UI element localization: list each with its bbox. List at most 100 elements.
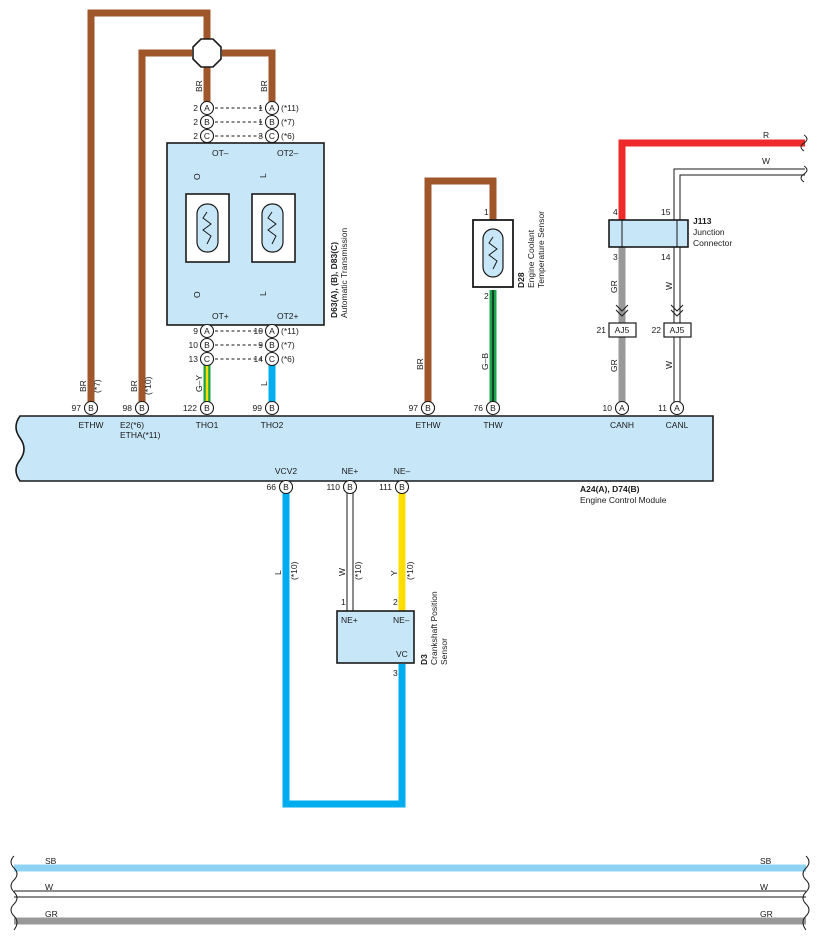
pin-label: ETHA(*11): [120, 430, 161, 440]
crank-desc1: Crankshaft Position: [429, 591, 439, 665]
crank-pin: 1: [341, 597, 346, 607]
wire-label-br: BR: [129, 380, 139, 392]
pin-circle: [83, 400, 99, 416]
pin-number: 99: [253, 403, 263, 413]
bus-label-gr: GR: [760, 909, 773, 919]
bus-label-sb: SB: [45, 856, 57, 866]
pin-number: 9: [193, 326, 198, 336]
pin-circle: [199, 114, 215, 130]
junction-pin: 4: [613, 207, 618, 217]
splice-junction: [192, 38, 222, 68]
chevron-icon: [670, 309, 684, 317]
wire-label-y: Y: [389, 570, 399, 576]
pin-circle: [342, 479, 358, 495]
pin-circle: [264, 400, 280, 416]
wire-label-gr: GR: [609, 280, 619, 293]
junction-pin: 3: [613, 252, 618, 262]
pin-number: 10: [254, 326, 264, 336]
transmission-box: [166, 142, 325, 326]
note-10: (*10): [353, 561, 363, 580]
pin-circle: [264, 323, 280, 339]
pin-letter: B: [269, 117, 275, 127]
pin-number: 98: [123, 403, 133, 413]
zigzag-1: [202, 211, 212, 245]
pin-circle: [278, 479, 294, 495]
ot-minus-label: OT–: [212, 148, 229, 158]
crank-sensor-box: [336, 610, 415, 664]
wire-label-w: W: [762, 156, 770, 166]
pin-label: CANH: [610, 420, 634, 430]
junction-pin: 14: [661, 252, 671, 262]
thermistor-2-body: [261, 203, 284, 253]
chevron-icon: [670, 304, 684, 312]
pin-number: 11: [658, 403, 667, 413]
pin-letter: B: [204, 340, 210, 350]
ecm-component: A24(A), D74(B) Engine Control Module: [15, 415, 714, 505]
pin-circle: [420, 400, 436, 416]
pin-number: 10: [189, 340, 199, 350]
aj5-pin: 22: [652, 325, 662, 335]
wire-break: [800, 134, 808, 152]
pin-label: ETHW: [415, 420, 440, 430]
pin-number: 14: [254, 354, 264, 364]
pin-letter: A: [204, 103, 210, 113]
pin-circle: [199, 337, 215, 353]
pin-circle: [199, 100, 215, 116]
pin-number: 2: [193, 103, 198, 113]
aj5-box: [663, 322, 692, 338]
pin-label: NE+: [342, 466, 359, 476]
pin-letter: A: [674, 403, 680, 413]
crank-label: VC: [396, 649, 408, 659]
pin-note: (*6): [281, 131, 295, 141]
wire-label-br: BR: [259, 80, 269, 92]
pin-letter: C: [204, 131, 210, 141]
chevron-icon: [615, 309, 629, 317]
pin-letter: C: [204, 354, 210, 364]
wire-label-gy: G–Y: [194, 375, 204, 392]
aj5-box: [608, 322, 637, 338]
pin-label: VCV2: [275, 466, 297, 476]
wire-label-br: BR: [194, 80, 204, 92]
transmission-component: OT– OT2– OT+ OT2+ O L O L D63(A), (B), D…: [166, 142, 349, 326]
thermistor-1-body: [196, 203, 219, 253]
crank-pin: 2: [393, 597, 398, 607]
pin-letter: B: [204, 403, 210, 413]
transmission-top-pins: A B C A B C 2 2 2 1 1 3 (*11) (*7) (*6): [193, 100, 299, 144]
coolant-desc2: Temperature Sensor: [536, 211, 546, 288]
pin-circle: [669, 400, 685, 416]
wire-break: [10, 855, 18, 931]
pin-letter: A: [204, 326, 210, 336]
wire-label-w: W: [337, 568, 347, 576]
pin-label: ETHW: [78, 420, 103, 430]
pin-number: 111: [379, 482, 392, 492]
pin-circle: [264, 114, 280, 130]
wire-label-gb: G–B: [480, 353, 490, 370]
crank-label: NE–: [393, 615, 410, 625]
pin-circle: [614, 400, 630, 416]
pin-letter: B: [88, 403, 94, 413]
wire-w-outline: [673, 168, 805, 220]
pin-circle: [264, 351, 280, 367]
coolant-thermistor: [482, 228, 504, 278]
ot2-minus-label: OT2–: [277, 148, 299, 158]
junction-pin: 15: [661, 207, 671, 217]
bus-label-gr: GR: [45, 909, 58, 919]
pin-circle: [199, 400, 215, 416]
pin-note: (*11): [281, 103, 299, 113]
aj5-label: AJ5: [670, 325, 685, 335]
ecm-desc: Engine Control Module: [580, 495, 667, 505]
pin-number: 110: [326, 482, 340, 492]
pin-circle: [199, 351, 215, 367]
pin-label: THO1: [196, 420, 219, 430]
crank-desc2: Sensor: [439, 638, 449, 665]
pin-circle: [264, 337, 280, 353]
pin-circle: [134, 400, 150, 416]
wire-br-e2: [138, 49, 192, 402]
aj5-pin: 21: [597, 325, 607, 335]
pin-letter: B: [204, 117, 210, 127]
pin-number: 122: [183, 403, 197, 413]
ecm-bottom-pins: B 66 VCV2 B 110 NE+ B 111 NE–: [267, 466, 411, 495]
wire-br-coolant: [424, 177, 497, 402]
pin-letter: B: [490, 403, 496, 413]
